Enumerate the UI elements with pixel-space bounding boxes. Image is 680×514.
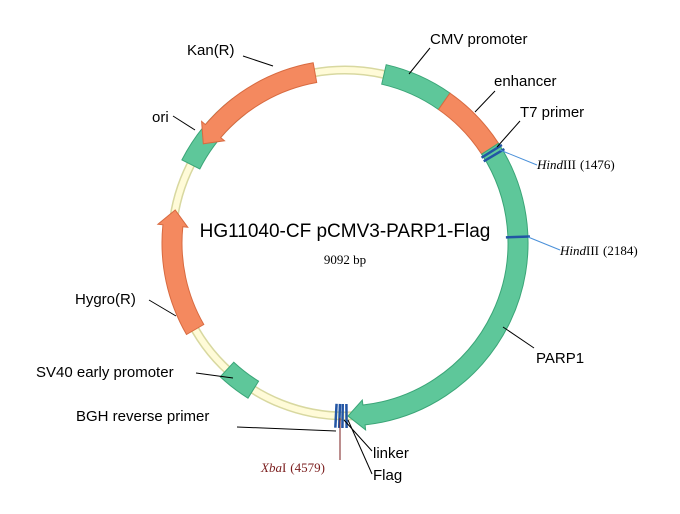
enzyme-suffix: III — [563, 157, 576, 172]
kan-leader — [242, 55, 274, 67]
hygro-leader — [148, 299, 177, 317]
label-parp1: PARP1 — [536, 350, 584, 367]
label-kan: Kan(R) — [187, 42, 235, 59]
cmv-promoter-feature — [381, 64, 451, 111]
label-xbai-4579: XbaI (4579) — [260, 460, 325, 475]
label-cmv-promoter: CMV promoter — [430, 31, 528, 48]
parp1-leader — [502, 326, 535, 349]
label-hygro: Hygro(R) — [75, 291, 136, 308]
sv40-leader — [195, 372, 234, 379]
linker-leader — [343, 419, 373, 452]
flag-leader — [347, 419, 373, 475]
label-hindiii-2184: HindIII (2184) — [559, 243, 638, 258]
enhancer-feature — [437, 92, 500, 155]
label-linker: linker — [373, 445, 409, 462]
hind2-site-mark — [505, 235, 530, 239]
label-sv40-promoter: SV40 early promoter — [36, 364, 174, 381]
label-hindiii-1476: HindIII (1476) — [536, 157, 615, 172]
label-t7-primer: T7 primer — [520, 104, 584, 121]
enzyme-name: Hind — [559, 243, 587, 258]
enzyme-name: Hind — [536, 157, 564, 172]
label-enhancer: enhancer — [494, 73, 557, 90]
ori-leader — [172, 115, 196, 131]
cmv-leader — [408, 47, 431, 75]
hind2-leader — [527, 236, 561, 251]
enhancer-leader — [474, 90, 496, 113]
enzyme-suffix: I — [282, 460, 286, 475]
label-bgh-primer: BGH reverse primer — [76, 408, 209, 425]
xba-site-mark — [337, 403, 342, 428]
plasmid-size: 9092 bp — [324, 252, 366, 267]
kan-feature — [201, 62, 318, 145]
plasmid-name: HG11040-CF pCMV3-PARP1-Flag — [200, 221, 491, 242]
label-ori: ori — [152, 109, 169, 126]
bgh-site-mark — [334, 403, 338, 428]
t7-leader — [496, 120, 521, 148]
hind1-site-mark — [480, 143, 503, 159]
site-position: (1476) — [580, 157, 615, 172]
site-position: (4579) — [290, 460, 325, 475]
hind1-leader — [499, 149, 538, 166]
hygro-feature — [156, 209, 205, 336]
label-flag: Flag — [373, 467, 402, 484]
bgh-leader — [236, 426, 337, 432]
sv40-promoter-feature — [219, 361, 260, 399]
parp1-feature — [347, 142, 529, 432]
site-position: (2184) — [603, 243, 638, 258]
enzyme-name: Xba — [260, 460, 282, 475]
t7-site-mark — [483, 148, 506, 163]
enzyme-suffix: III — [586, 243, 599, 258]
